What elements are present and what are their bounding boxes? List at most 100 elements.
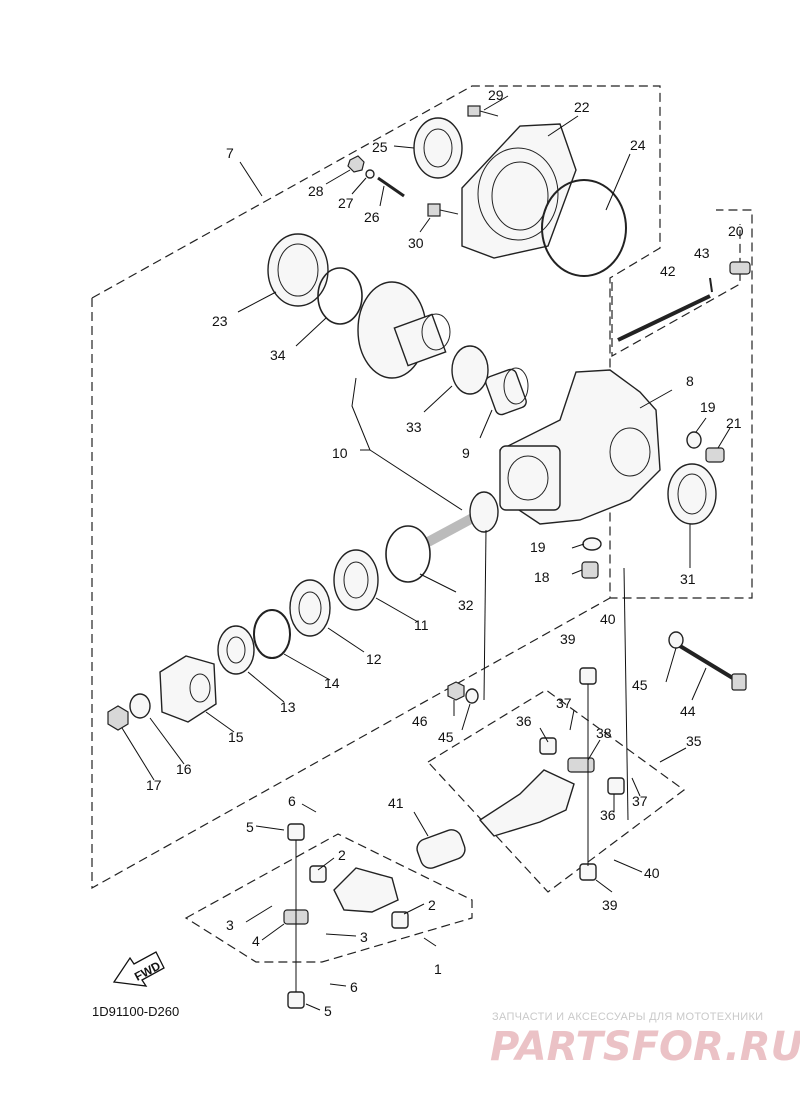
watermark: ЗАПЧАСТИ И АКСЕССУАРЫ ДЛЯ МОТОТЕХНИКИ PA… (490, 1011, 800, 1070)
callout-label: 2 (428, 897, 436, 913)
universal-joint-35 (478, 667, 625, 881)
callout-label: 13 (280, 699, 296, 715)
callout-label: 25 (372, 139, 388, 155)
bearing-23 (267, 233, 329, 307)
callout-label: 39 (602, 897, 618, 913)
diagram-code: 1D91100-D260 (92, 1004, 179, 1019)
callout-label: 31 (680, 571, 696, 587)
gasket-19-upper (686, 431, 702, 449)
callout-label: 12 (366, 651, 382, 667)
callout-label: 6 (350, 979, 358, 995)
o-ring-24 (541, 179, 627, 277)
boot-41 (416, 829, 466, 869)
callout-label: 9 (462, 445, 470, 461)
callout-label: 6 (288, 793, 296, 809)
fwd-arrow-icon: FWD (112, 951, 165, 987)
washer-45-left (465, 688, 479, 704)
callout-label: 19 (700, 399, 716, 415)
assembly-1-outline (184, 833, 473, 963)
shim-34 (317, 267, 363, 325)
pin-42 (617, 294, 711, 342)
bolt-29 (467, 105, 499, 117)
callout-label: 10 (332, 445, 348, 461)
final-drive-case-8 (499, 369, 661, 525)
collar-13 (217, 625, 255, 675)
callout-label: 45 (438, 729, 454, 745)
needle-bearing-9 (485, 367, 529, 416)
o-ring-14 (253, 609, 291, 659)
leader-lines (121, 95, 731, 1011)
callout-label: 44 (680, 703, 696, 719)
pin-43 (709, 277, 713, 293)
bolt-30 (427, 203, 459, 217)
stud-26 (377, 176, 405, 198)
callout-label: 39 (560, 631, 576, 647)
callout-label: 42 (660, 263, 676, 279)
callout-label: 23 (212, 313, 228, 329)
callout-label: 36 (600, 807, 616, 823)
callout-label: 40 (600, 611, 616, 627)
callout-label: 5 (246, 819, 254, 835)
washer-16 (129, 693, 151, 719)
plug-21 (705, 447, 725, 463)
callout-label: 3 (360, 929, 368, 945)
callout-label: 14 (324, 675, 340, 691)
bearing-11 (333, 549, 379, 611)
callout-label: 40 (644, 865, 660, 881)
watermark-logo: PARTSFOR.RU (490, 1024, 800, 1070)
callout-label: 41 (388, 795, 404, 811)
callout-label: 22 (574, 99, 590, 115)
callout-label: 4 (252, 933, 260, 949)
callout-label: 19 (530, 539, 546, 555)
callout-label: 26 (364, 209, 380, 225)
oil-seal-31 (667, 463, 717, 525)
assembly-35-outline (427, 689, 686, 893)
callout-labels: 1 2 2 3 3 4 5 5 6 6 7 8 9 10 11 12 13 14… (146, 87, 744, 1019)
callout-label: 24 (630, 137, 646, 153)
pin-group-outline (611, 224, 741, 358)
watermark-caption: ЗАПЧАСТИ И АКСЕССУАРЫ ДЛЯ МОТОТЕХНИКИ (492, 1011, 763, 1023)
callout-label: 27 (338, 195, 354, 211)
callout-label: 5 (324, 1003, 332, 1019)
callout-label: 43 (694, 245, 710, 261)
washer-27 (365, 169, 375, 179)
callout-label: 32 (458, 597, 474, 613)
callout-label: 7 (226, 145, 234, 161)
callout-label: 20 (728, 223, 744, 239)
ring-gear (357, 281, 451, 379)
callout-label: 35 (686, 733, 702, 749)
assembly-7-outline (91, 85, 753, 890)
bearing-housing-cover (461, 123, 577, 259)
callout-label: 15 (228, 729, 244, 745)
fitting-20 (729, 261, 751, 275)
callout-label: 2 (338, 847, 346, 863)
callout-label: 11 (414, 617, 429, 633)
gasket-19-lower (582, 537, 602, 551)
nut-17 (107, 705, 129, 731)
washer-45-right (668, 631, 684, 649)
callout-label: 17 (146, 777, 162, 793)
shim-32 (385, 525, 431, 583)
callout-label: 45 (632, 677, 648, 693)
callout-label: 30 (408, 235, 424, 251)
ring-nut-12 (289, 579, 331, 637)
nut-28 (347, 155, 365, 173)
callout-label: 46 (412, 713, 428, 729)
universal-joint-1 (283, 823, 409, 1009)
oil-seal-25 (413, 117, 463, 179)
callout-label: 37 (632, 793, 648, 809)
bolt-44 (678, 644, 747, 691)
callout-label: 36 (516, 713, 532, 729)
drive-pinion (425, 491, 499, 547)
nut-46 (447, 681, 465, 701)
callout-label: 38 (596, 725, 612, 741)
callout-label: 18 (534, 569, 550, 585)
callout-label: 33 (406, 419, 422, 435)
callout-label: 16 (176, 761, 192, 777)
callout-label: 29 (488, 87, 504, 103)
callout-label: 1 (434, 961, 442, 977)
bearing-33 (451, 345, 489, 395)
callout-label: 3 (226, 917, 234, 933)
callout-label: 37 (556, 695, 572, 711)
